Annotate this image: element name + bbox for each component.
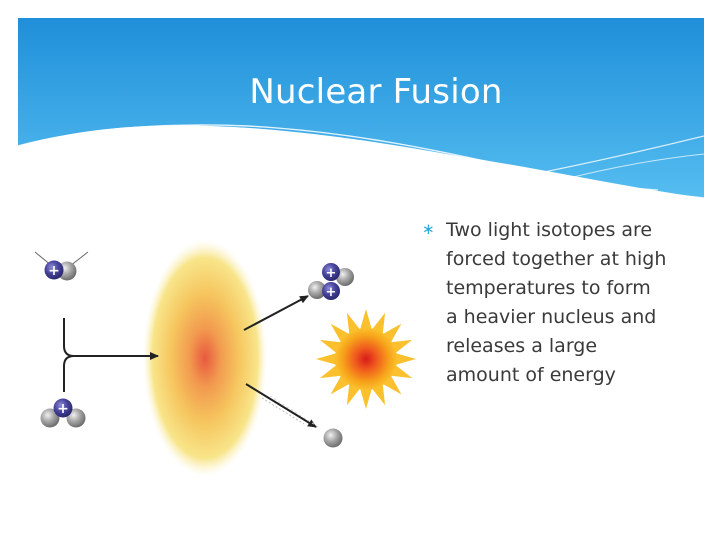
- neutron-particle: [308, 281, 326, 299]
- svg-text:+: +: [326, 266, 337, 281]
- neutron-particle: [336, 268, 354, 286]
- proton-particle: [322, 282, 340, 300]
- bullet-list: ∗ Two light isotopes are forced together…: [422, 216, 702, 390]
- proton-particle: [53, 398, 73, 418]
- free-neutron-particle: [323, 428, 343, 448]
- helium-arrow-icon: [243, 295, 309, 331]
- proton-particle: [322, 263, 340, 281]
- asterisk-bullet-icon: ∗: [422, 220, 435, 238]
- burst-core: [335, 328, 397, 390]
- neutron-particle: [66, 408, 86, 428]
- svg-text:+: +: [48, 263, 60, 279]
- fusion-glow-icon: [143, 240, 267, 476]
- banner-background: [18, 18, 704, 198]
- tritium-nucleus: +: [40, 398, 86, 428]
- deuterium-nucleus: +: [34, 251, 89, 281]
- helium-nucleus: + +: [308, 263, 354, 300]
- slide-title: Nuclear Fusion: [249, 72, 503, 112]
- energy-burst-icon: [316, 309, 416, 409]
- neutron-arrow-icon: [245, 383, 317, 428]
- title-banner: Nuclear Fusion: [18, 18, 704, 198]
- neutron-particle: [40, 408, 60, 428]
- svg-text:+: +: [57, 401, 69, 417]
- proton-particle: [44, 260, 64, 280]
- svg-text:+: +: [326, 285, 337, 300]
- bullet-item: ∗ Two light isotopes are forced together…: [422, 216, 702, 390]
- bullet-text: Two light isotopes are forced together a…: [446, 219, 667, 386]
